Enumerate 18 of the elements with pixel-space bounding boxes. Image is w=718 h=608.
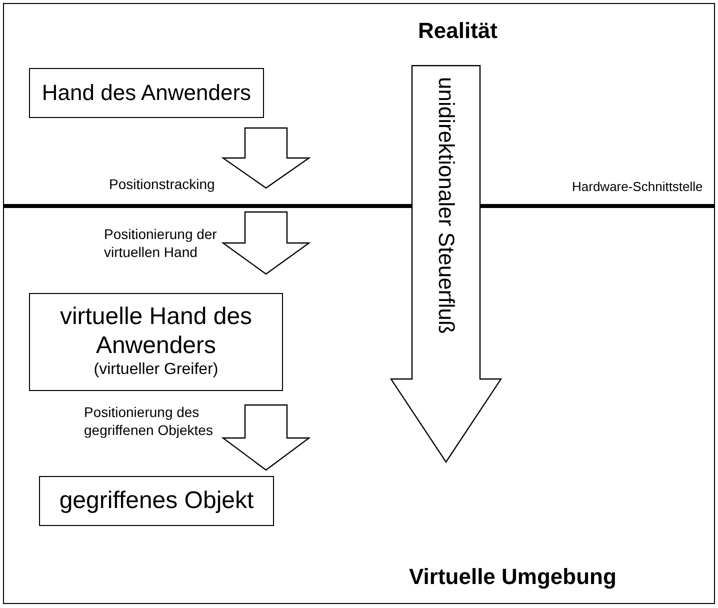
area-label: Virtuelle Umgebung — [409, 564, 616, 590]
box-title: gegriffenes Objekt — [58, 486, 255, 516]
block-arrow — [221, 211, 311, 275]
edge-label: Positionierung des gegriffenen Objektes — [84, 404, 214, 439]
block-arrow — [221, 404, 311, 471]
edge-label: Positionstracking — [109, 176, 216, 194]
box-title: Hand des Anwenders — [40, 80, 252, 106]
block-arrow — [221, 127, 311, 189]
process-box — [29, 293, 283, 391]
edge-label: Positionierung der virtuellen Hand — [104, 226, 218, 261]
flow-arrow — [390, 65, 502, 463]
box-title: virtuelle Hand des Anwenders — [58, 302, 254, 360]
process-box — [39, 476, 274, 526]
process-box — [29, 68, 264, 118]
line-label: Hardware-Schnittstelle — [572, 179, 703, 194]
arrow-text: unidirektionaler Steuerfluß — [433, 77, 460, 334]
box-subtitle: (virtueller Greifer) — [94, 360, 218, 380]
title: Realität — [418, 18, 498, 44]
